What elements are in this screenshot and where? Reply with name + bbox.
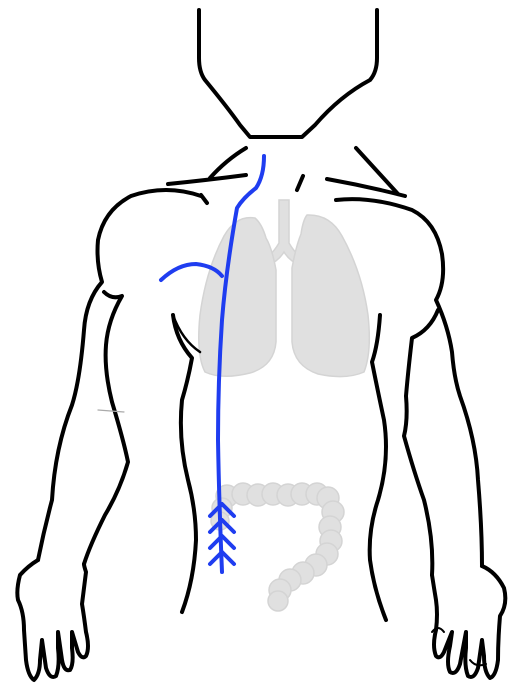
left-arm-inner bbox=[84, 292, 128, 564]
organs bbox=[199, 200, 370, 611]
sternal-notch-mid bbox=[297, 176, 303, 190]
left-hand-outline bbox=[17, 560, 88, 680]
trapezius-left bbox=[210, 148, 246, 178]
right-arm-inner bbox=[404, 310, 438, 575]
neck-outline bbox=[199, 10, 377, 137]
left-arm-crease bbox=[98, 410, 124, 412]
torso-right-side bbox=[370, 315, 386, 620]
lung-left bbox=[199, 218, 276, 377]
clavicle-left bbox=[168, 175, 246, 184]
right-hand-outline bbox=[432, 566, 505, 678]
lung-right bbox=[292, 215, 369, 377]
torso-left-side bbox=[173, 315, 196, 612]
left-arm-outer bbox=[38, 190, 201, 560]
